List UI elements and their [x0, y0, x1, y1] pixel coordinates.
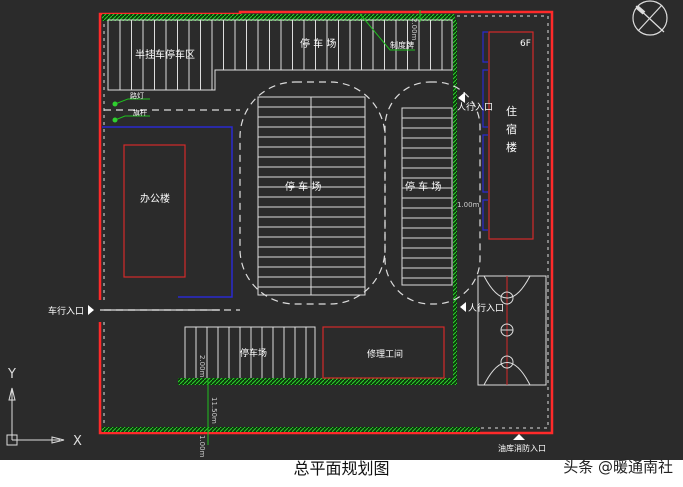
cad-canvas: Y X 半挂车停车区 停 车 场 停 车 场 停 车 场 停车场 办公楼 住 宿…: [0, 0, 683, 460]
dorm-building: [488, 31, 534, 240]
watermark: 头条 @暖通南社: [563, 458, 673, 476]
street-lamp-icon: [112, 101, 118, 107]
vehicle-entrance-arrow-icon: [88, 305, 94, 315]
trailer-parking-label: 半挂车停车区: [135, 48, 195, 61]
pedestrian-entrance-top-arrow-icon: [458, 92, 465, 103]
inner-fence: [103, 15, 549, 429]
axis-x-label: X: [73, 434, 82, 449]
green-belt-bottom: [102, 427, 480, 432]
flagpole-icon: [112, 117, 118, 123]
bottom-parking-label: 停车场: [240, 347, 267, 359]
dorm-label-2: 宿: [506, 122, 517, 136]
fire-entrance-label: 油库消防入口: [498, 443, 546, 453]
green-leaders: [114, 10, 421, 445]
green-belt-top: [102, 14, 455, 21]
center-parking-area: [257, 96, 366, 296]
dorm-floors-label: 6F: [520, 39, 531, 49]
site-plan-drawing: Y X 半挂车停车区 停 车 场 停 车 场 停 车 场 停车场 办公楼 住 宿…: [6, 0, 668, 458]
dimension-bottom-b: 11.50m: [210, 397, 218, 424]
basketball-court: [477, 275, 547, 386]
office-outline-blue: [102, 126, 233, 298]
street-lamp-label: 路灯: [130, 91, 144, 100]
top-parking-area: [107, 19, 453, 91]
dimension-bottom-a: 2.00m: [198, 355, 206, 378]
site-boundary: [98, 10, 554, 435]
dimension-bottom-c: 1.00m: [198, 435, 206, 458]
ucs-axis-icon: [6, 387, 65, 446]
drawing-title: 总平面规划图: [293, 459, 390, 478]
pedestrian-entrance-bottom-arrow-icon: [460, 302, 466, 312]
right-parking-area: [401, 107, 453, 286]
bottom-parking-area: [184, 326, 316, 378]
right-parking-label: 停 车 场: [405, 180, 441, 193]
fire-entrance-arrow-icon: [513, 434, 525, 440]
notice-board-label: 制度牌: [390, 40, 414, 50]
pedestrian-entrance-top-label: 人行入口: [457, 101, 493, 113]
pedestrian-entrance-bottom-label: 人行入口: [468, 302, 504, 314]
vehicle-entrance-label: 车行入口: [48, 305, 84, 317]
dorm-label-3: 楼: [506, 140, 517, 154]
repair-shop: [322, 326, 445, 379]
dorm-label-1: 住: [506, 104, 517, 118]
center-parking-label: 停 车 场: [285, 180, 321, 193]
repair-shop-label: 修理工间: [367, 348, 403, 360]
green-belt-inner: [453, 20, 457, 382]
office-label: 办公楼: [140, 192, 170, 205]
dimension-right: 1.00m: [457, 201, 480, 209]
axis-y-label: Y: [7, 367, 16, 382]
dimension-top: 2.00m: [410, 18, 418, 41]
dorm-balconies: [482, 31, 488, 231]
top-parking-label: 停 车 场: [300, 37, 336, 50]
north-arrow-icon: [632, 0, 668, 36]
office-building: [123, 144, 186, 278]
flagpole-label: 旗杆: [133, 108, 147, 117]
green-belt-middle: [178, 378, 457, 385]
